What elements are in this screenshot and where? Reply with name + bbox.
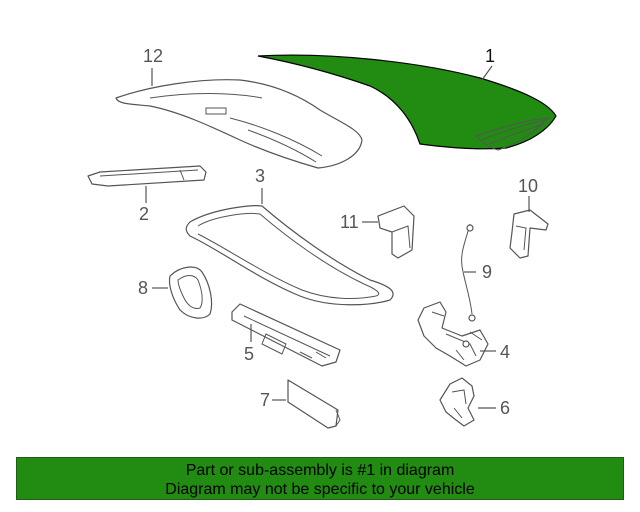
bracket-detail	[99, 169, 199, 181]
part-3-weatherstrip[interactable]	[185, 205, 394, 306]
parts-diagram: 1 12 2 3 11 10 9	[87, 46, 557, 429]
callout-6: 6	[500, 398, 510, 418]
trunk-lid-rib	[481, 119, 547, 145]
part-10-bracket[interactable]	[509, 209, 549, 259]
lid-trim-detail-a	[205, 107, 227, 115]
callout-9: 9	[482, 262, 492, 282]
latch-detail	[431, 311, 483, 361]
part-9-cable[interactable]	[461, 223, 476, 322]
part-8-cover[interactable]	[168, 266, 213, 319]
cable-end-top	[466, 224, 474, 232]
pad-edge	[335, 409, 341, 427]
latch-pivot	[462, 340, 470, 348]
lid-trim-detail-c	[149, 93, 263, 99]
lid-trim-shape	[115, 79, 363, 169]
part-1-trunk-lid[interactable]	[257, 54, 557, 151]
callout-4: 4	[500, 342, 510, 362]
striker-detail	[451, 389, 467, 419]
callout-11: 11	[340, 212, 359, 232]
callout-7: 7	[260, 390, 270, 410]
weatherstrip-outer	[185, 205, 394, 306]
cover-8-inner	[177, 275, 203, 309]
part-4-latch[interactable]	[417, 301, 489, 367]
callout-1: 1	[485, 46, 495, 66]
banner-line-2: Diagram may not be specific to your vehi…	[165, 481, 475, 498]
cover-8-shape	[168, 266, 213, 319]
trunk-lid-shape	[257, 54, 557, 150]
callout-12: 12	[143, 46, 163, 66]
callout-5: 5	[244, 344, 254, 364]
bracket-11-shape	[377, 205, 415, 259]
striker-shape	[439, 377, 475, 427]
pad-shape	[287, 379, 339, 429]
banner-line-1: Part or sub-assembly is #1 in diagram	[185, 462, 455, 479]
bracket-10-detail	[515, 225, 527, 251]
weatherstrip-inner	[197, 213, 380, 299]
latch-body	[417, 301, 489, 367]
info-banner: Part or sub-assembly is #1 in diagram Di…	[16, 457, 624, 500]
leader-1	[481, 65, 493, 81]
bracket-11-detail	[391, 225, 411, 249]
callout-2: 2	[139, 204, 149, 224]
callout-8: 8	[138, 278, 148, 298]
lid-trim-detail-b	[229, 117, 323, 163]
part-11-bracket[interactable]	[377, 205, 415, 259]
part-5-handle[interactable]	[231, 303, 341, 367]
callout-3: 3	[255, 166, 265, 186]
bracket-10-shape	[509, 209, 549, 259]
part-6-striker[interactable]	[439, 377, 475, 427]
part-12-lid-trim[interactable]	[115, 79, 363, 169]
cable-end-bottom	[468, 314, 476, 322]
trunk-lid-inner-edge	[475, 117, 550, 151]
part-2-bracket[interactable]	[87, 165, 207, 187]
part-7-pad[interactable]	[287, 379, 341, 429]
cable-line	[461, 223, 473, 315]
handle-detail	[243, 315, 331, 359]
callout-10: 10	[518, 176, 538, 196]
